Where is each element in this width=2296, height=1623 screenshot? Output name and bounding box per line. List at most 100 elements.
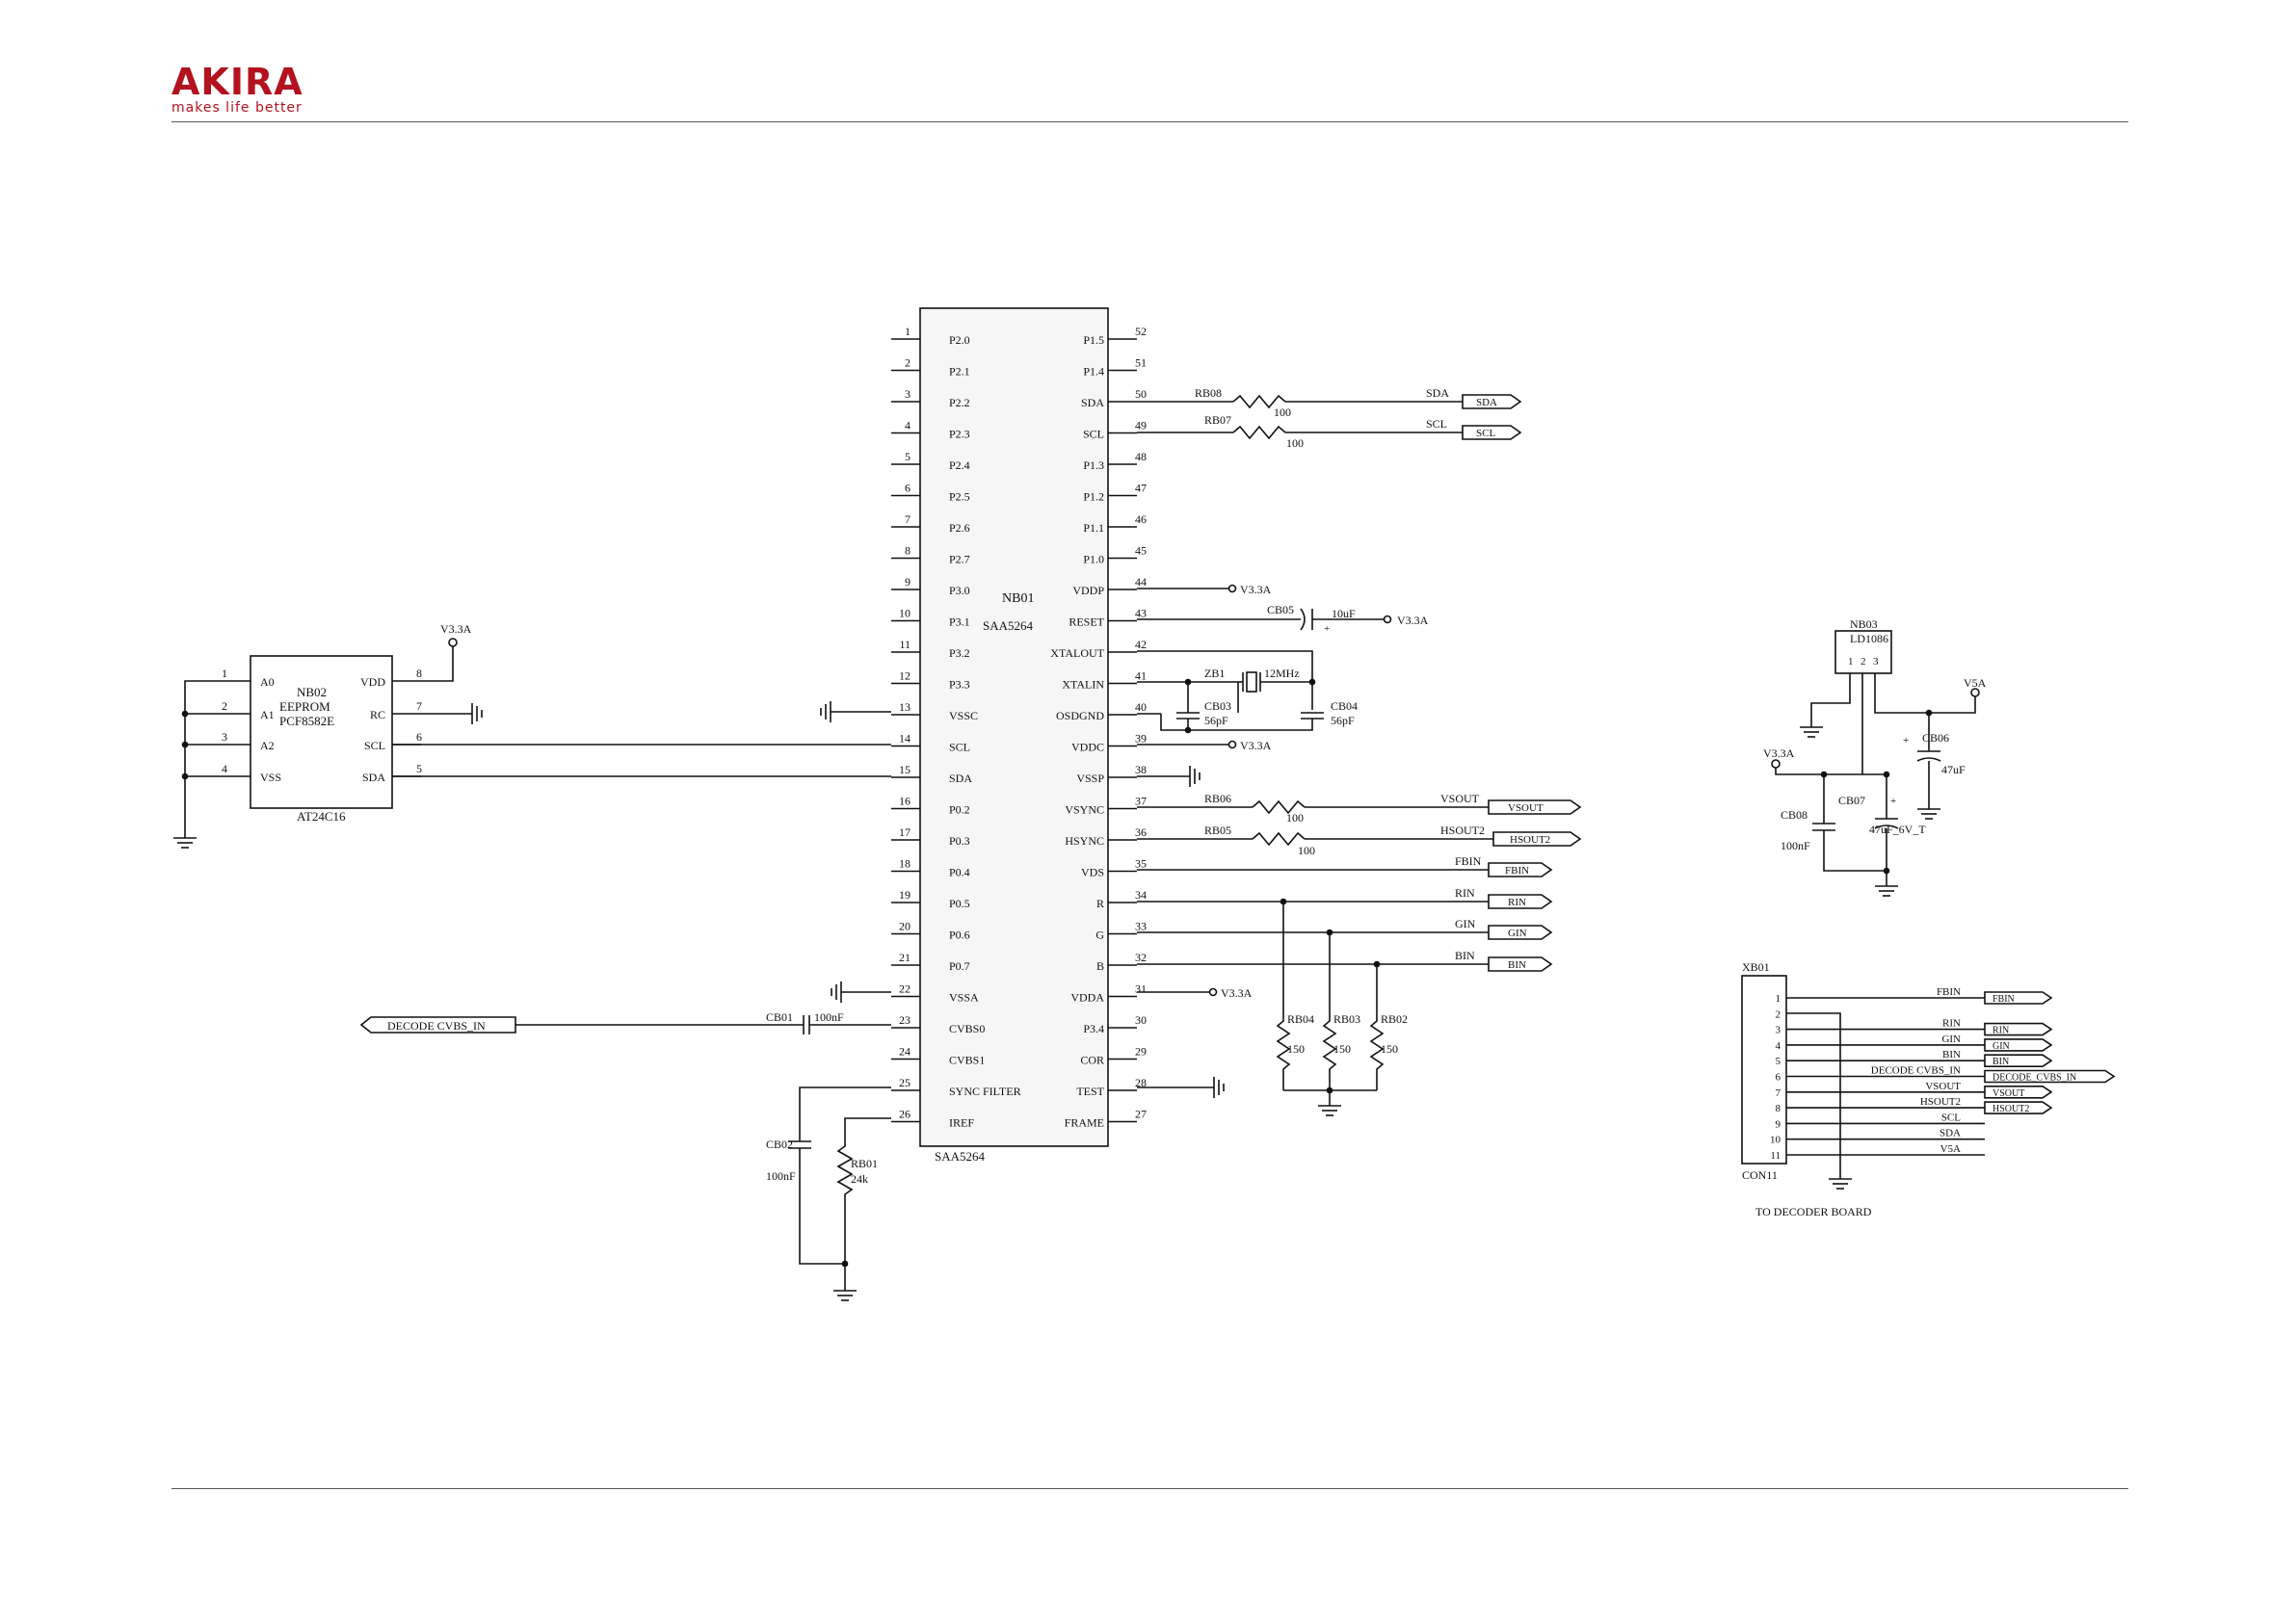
mcu-pin-7-number: 7 xyxy=(905,512,910,526)
cb01-value: 100nF xyxy=(814,1010,844,1024)
mcu-pin-10-name: P3.1 xyxy=(949,615,970,629)
mcu-ref: NB01 xyxy=(1002,591,1034,606)
mcu-pin-16-name: P0.2 xyxy=(949,803,970,817)
mcu-pin-13-name: VSSC xyxy=(949,709,978,722)
mcu-pin-41-number: 41 xyxy=(1135,669,1147,683)
mcu-pin-3-name: P2.2 xyxy=(949,396,970,409)
connector-pin-5-flag xyxy=(1984,1054,2053,1067)
eeprom-ref: NB02 xyxy=(297,685,327,699)
rb02-value: 150 xyxy=(1381,1042,1398,1056)
mcu-pin-45-name: P1.0 xyxy=(1083,553,1104,566)
mcu-pin-12-number: 12 xyxy=(899,669,910,683)
mcu-pin-4-name: P2.3 xyxy=(949,428,970,441)
mcu-pin-27-number: 27 xyxy=(1135,1108,1147,1121)
connector-pin-4-flag xyxy=(1984,1038,2053,1052)
connector-pin-1-flag xyxy=(1984,991,2053,1005)
mcu-pin-18-number: 18 xyxy=(899,857,910,871)
mcu-pin-29-number: 29 xyxy=(1135,1045,1147,1059)
mcu-pin-25-number: 25 xyxy=(899,1076,910,1089)
v5a-label: V5A xyxy=(1964,676,1987,690)
rb04-ref: RB04 xyxy=(1287,1012,1314,1026)
mcu-pin-43-number: 43 xyxy=(1135,607,1147,620)
eeprom-part: PCF8582E xyxy=(279,714,334,728)
mcu-pin-14-name: SCL xyxy=(949,741,970,754)
mcu-pin-13-number: 13 xyxy=(899,700,910,714)
mcu-bottom-label: SAA5264 xyxy=(935,1149,986,1164)
rb01-value: 24k xyxy=(851,1172,868,1186)
vssp-ground xyxy=(1137,766,1201,787)
mcu-pin-17-name: P0.3 xyxy=(949,834,970,848)
connector-pin-3-net: RIN xyxy=(1942,1018,1961,1030)
mcu-pin-5-number: 5 xyxy=(905,450,910,463)
connector-pin-8-number: 8 xyxy=(1776,1103,1781,1114)
mcu-pin-11-number: 11 xyxy=(899,638,910,651)
sda-net-label: SDA xyxy=(1426,386,1449,400)
connector-pin-11-net: V5A xyxy=(1940,1143,1961,1155)
cb06-ref: CB06 xyxy=(1922,731,1949,745)
mcu-pin-8-name: P2.7 xyxy=(949,553,970,566)
mcu-pin-20-number: 20 xyxy=(899,920,910,933)
rin-net-label: RIN xyxy=(1455,886,1475,900)
cb06-value: 47uF xyxy=(1941,763,1966,776)
mcu-pin-24-number: 24 xyxy=(899,1045,910,1059)
mcu-pin-19-number: 19 xyxy=(899,888,910,902)
connector-pin-4-net: GIN xyxy=(1941,1034,1961,1045)
rb07-value: 100 xyxy=(1286,436,1304,450)
vdda-supply: V3.3A xyxy=(1137,986,1253,1000)
mcu-pin-35-number: 35 xyxy=(1135,857,1147,871)
connector-pin-6-flag xyxy=(1984,1069,2116,1084)
brand-name: AKIRA xyxy=(172,61,303,103)
connector-pin-3-number: 3 xyxy=(1776,1025,1781,1036)
reset-network: + CB05 10uF V3.3A xyxy=(1137,603,1429,635)
mcu-pin-5-name: P2.4 xyxy=(949,458,970,472)
mcu-pin-9-name: P3.0 xyxy=(949,584,970,597)
eeprom-bottom-label: AT24C16 xyxy=(297,809,346,824)
mcu-part: SAA5264 xyxy=(983,618,1034,633)
eeprom-supply: V3.3A xyxy=(421,622,483,724)
mcu-pin-46-number: 46 xyxy=(1135,512,1147,526)
eeprom-pin-7-number: 7 xyxy=(416,699,422,713)
eeprom-body xyxy=(250,655,393,809)
mcu-pin-31-name: VDDA xyxy=(1070,991,1104,1005)
mcu-pin-18-name: P0.4 xyxy=(949,866,970,879)
mcu-pin-33-name: G xyxy=(1095,929,1104,942)
fbin-flag-label: FBIN xyxy=(1505,865,1529,877)
mcu-pin-41-name: XTALIN xyxy=(1062,678,1104,692)
cb07-value: 47uF_6V_T xyxy=(1869,823,1926,836)
mcu-pin-36-number: 36 xyxy=(1135,825,1147,839)
mcu-pin-38-name: VSSP xyxy=(1076,772,1104,785)
eeprom-pin-5-number: 5 xyxy=(416,762,422,775)
rb01-ref: RB01 xyxy=(851,1157,878,1170)
decode-cvbs-in-label: DECODE CVBS_IN xyxy=(387,1019,486,1033)
regulator-pin-2: 2 xyxy=(1861,656,1866,668)
sync-iref-network: CB02 100nF RB01 24k xyxy=(766,1086,891,1301)
mcu-pin-25-name: SYNC FILTER xyxy=(949,1085,1021,1098)
rb05-ref: RB05 xyxy=(1204,824,1231,837)
connector-pin-7-number: 7 xyxy=(1776,1087,1781,1099)
connector-body xyxy=(1741,975,1787,1165)
mcu-ic: 1P2.02P2.13P2.24P2.35P2.46P2.57P2.68P2.7… xyxy=(891,307,1147,1164)
brand-logo: AKIRA makes life better xyxy=(172,64,303,116)
cb08-value: 100nF xyxy=(1781,839,1810,852)
mcu-pin-6-number: 6 xyxy=(905,482,910,495)
regulator: NB03 LD1086 1 2 3 V5A + CB06 47uF V3.3A xyxy=(1763,617,1987,897)
vsync-net: RB06 100 VSOUT VSOUT xyxy=(1137,792,1582,825)
eeprom-supply-label: V3.3A xyxy=(440,622,472,636)
mcu-pin-9-number: 9 xyxy=(905,575,910,589)
connector-pin-9-number: 9 xyxy=(1776,1118,1781,1130)
connector-pin-6-flag-label: DECODE_CVBS_IN xyxy=(1993,1073,2076,1084)
cb02-value: 100nF xyxy=(766,1169,796,1183)
mcu-pin-44-name: VDDP xyxy=(1072,584,1104,597)
mcu-pin-47-name: P1.2 xyxy=(1083,490,1104,504)
mcu-pin-10-number: 10 xyxy=(899,607,910,620)
mcu-pin-15-number: 15 xyxy=(899,763,910,776)
connector-pin-8-flag xyxy=(1984,1101,2053,1114)
connector-pin-10-number: 10 xyxy=(1770,1135,1781,1146)
mcu-pin-36-name: HSYNC xyxy=(1065,834,1104,848)
mcu-pin-21-name: P0.7 xyxy=(949,959,970,973)
eeprom-type: EEPROM xyxy=(279,699,330,714)
cb02-ref: CB02 xyxy=(766,1138,793,1151)
cb05-value: 10uF xyxy=(1332,607,1356,620)
mcu-pin-26-number: 26 xyxy=(899,1108,910,1121)
